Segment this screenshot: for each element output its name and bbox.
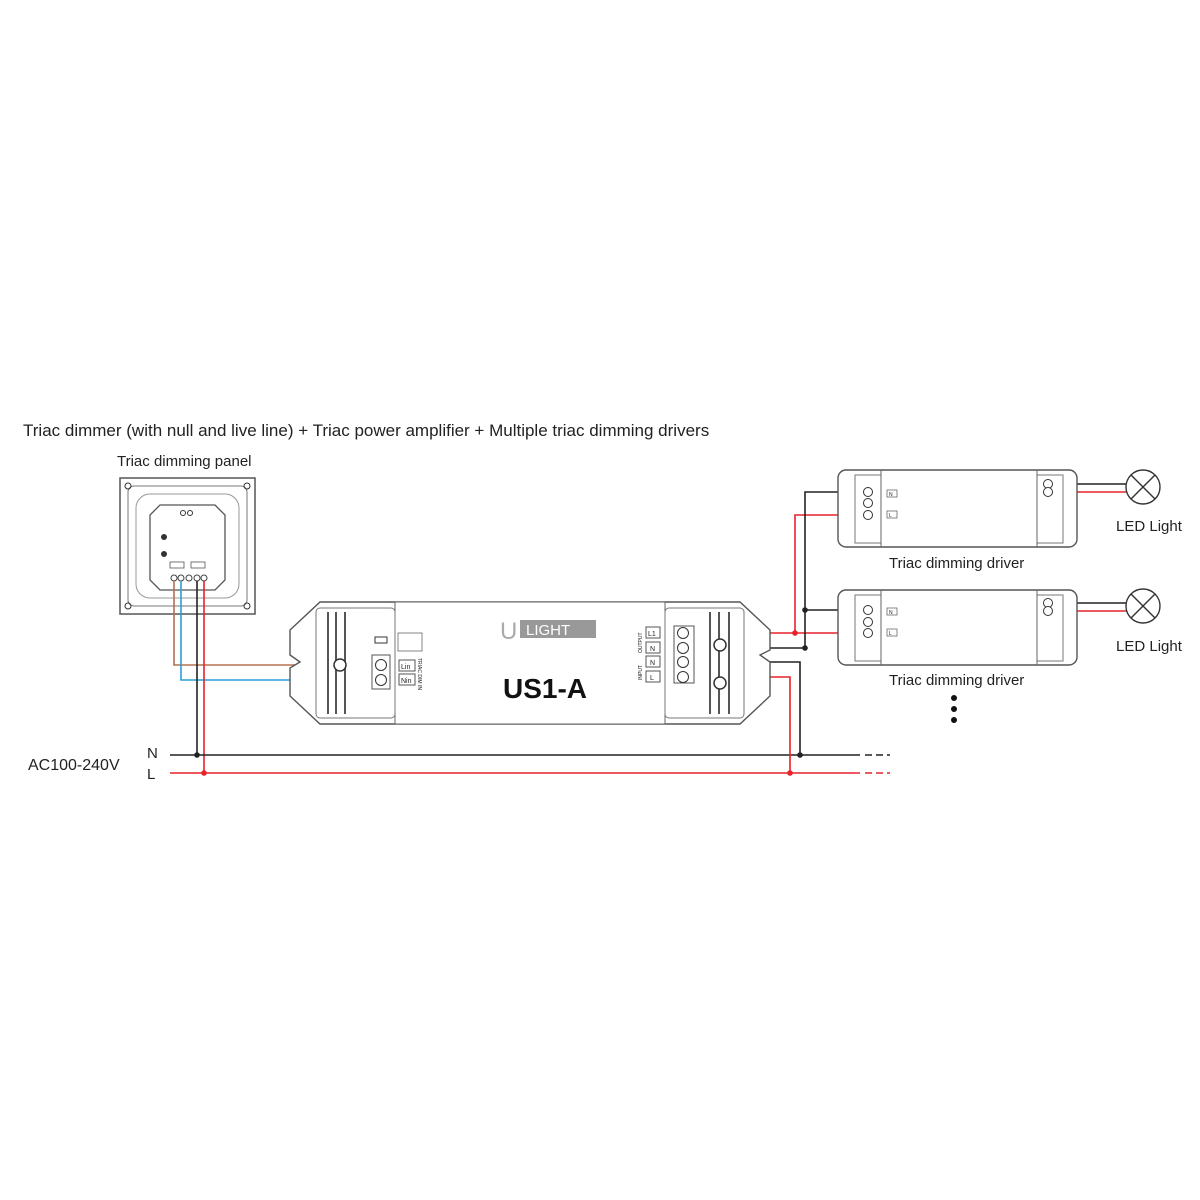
supply-n-label: N [147, 745, 158, 762]
brand-text: LIGHT [526, 622, 570, 639]
out-n-label: N [650, 646, 655, 653]
in-l-label: L [650, 675, 654, 682]
led-light-label: LED Light [1116, 638, 1183, 655]
lin-label: Lin [401, 664, 410, 671]
supply-label: AC100-240V [28, 757, 120, 774]
triac-dimming-panel: Triac dimming panel [117, 453, 256, 615]
panel-label: Triac dimming panel [117, 453, 252, 470]
model-label: US1-A [503, 673, 587, 704]
led-light-2 [1125, 588, 1161, 624]
brand-logo: U [500, 618, 517, 645]
triac-dimming-driver-2: N L Triac dimming driver [837, 589, 1078, 689]
driver-label: Triac dimming driver [889, 672, 1024, 689]
more-drivers-ellipsis [951, 695, 957, 723]
driver-label: Triac dimming driver [889, 555, 1024, 572]
supply-l-label: L [147, 766, 155, 783]
nin-label: Nin [401, 678, 412, 685]
driver-l-label: L [889, 631, 892, 637]
led-light-label: LED Light [1116, 518, 1183, 535]
diagram-title: Triac dimmer (with null and live line) +… [23, 421, 709, 440]
output-caption: OUTPUT [638, 632, 644, 653]
driver-n-label: N [889, 492, 893, 498]
us1-a-amplifier: Lin Nin TRIAC DIM IN U LIGHT US1-A L1 N … [289, 601, 771, 725]
input-caption: INPUT [638, 665, 644, 680]
driver-n-label: N [889, 610, 893, 616]
out-l1-label: L1 [648, 631, 656, 638]
triac-dimming-driver-1: N L Triac dimming driver [837, 469, 1078, 572]
led-light-1 [1125, 469, 1161, 505]
triac-dim-in-caption: TRIAC DIM IN [416, 658, 422, 690]
in-n-label: N [650, 660, 655, 667]
driver-l-label: L [889, 513, 892, 519]
